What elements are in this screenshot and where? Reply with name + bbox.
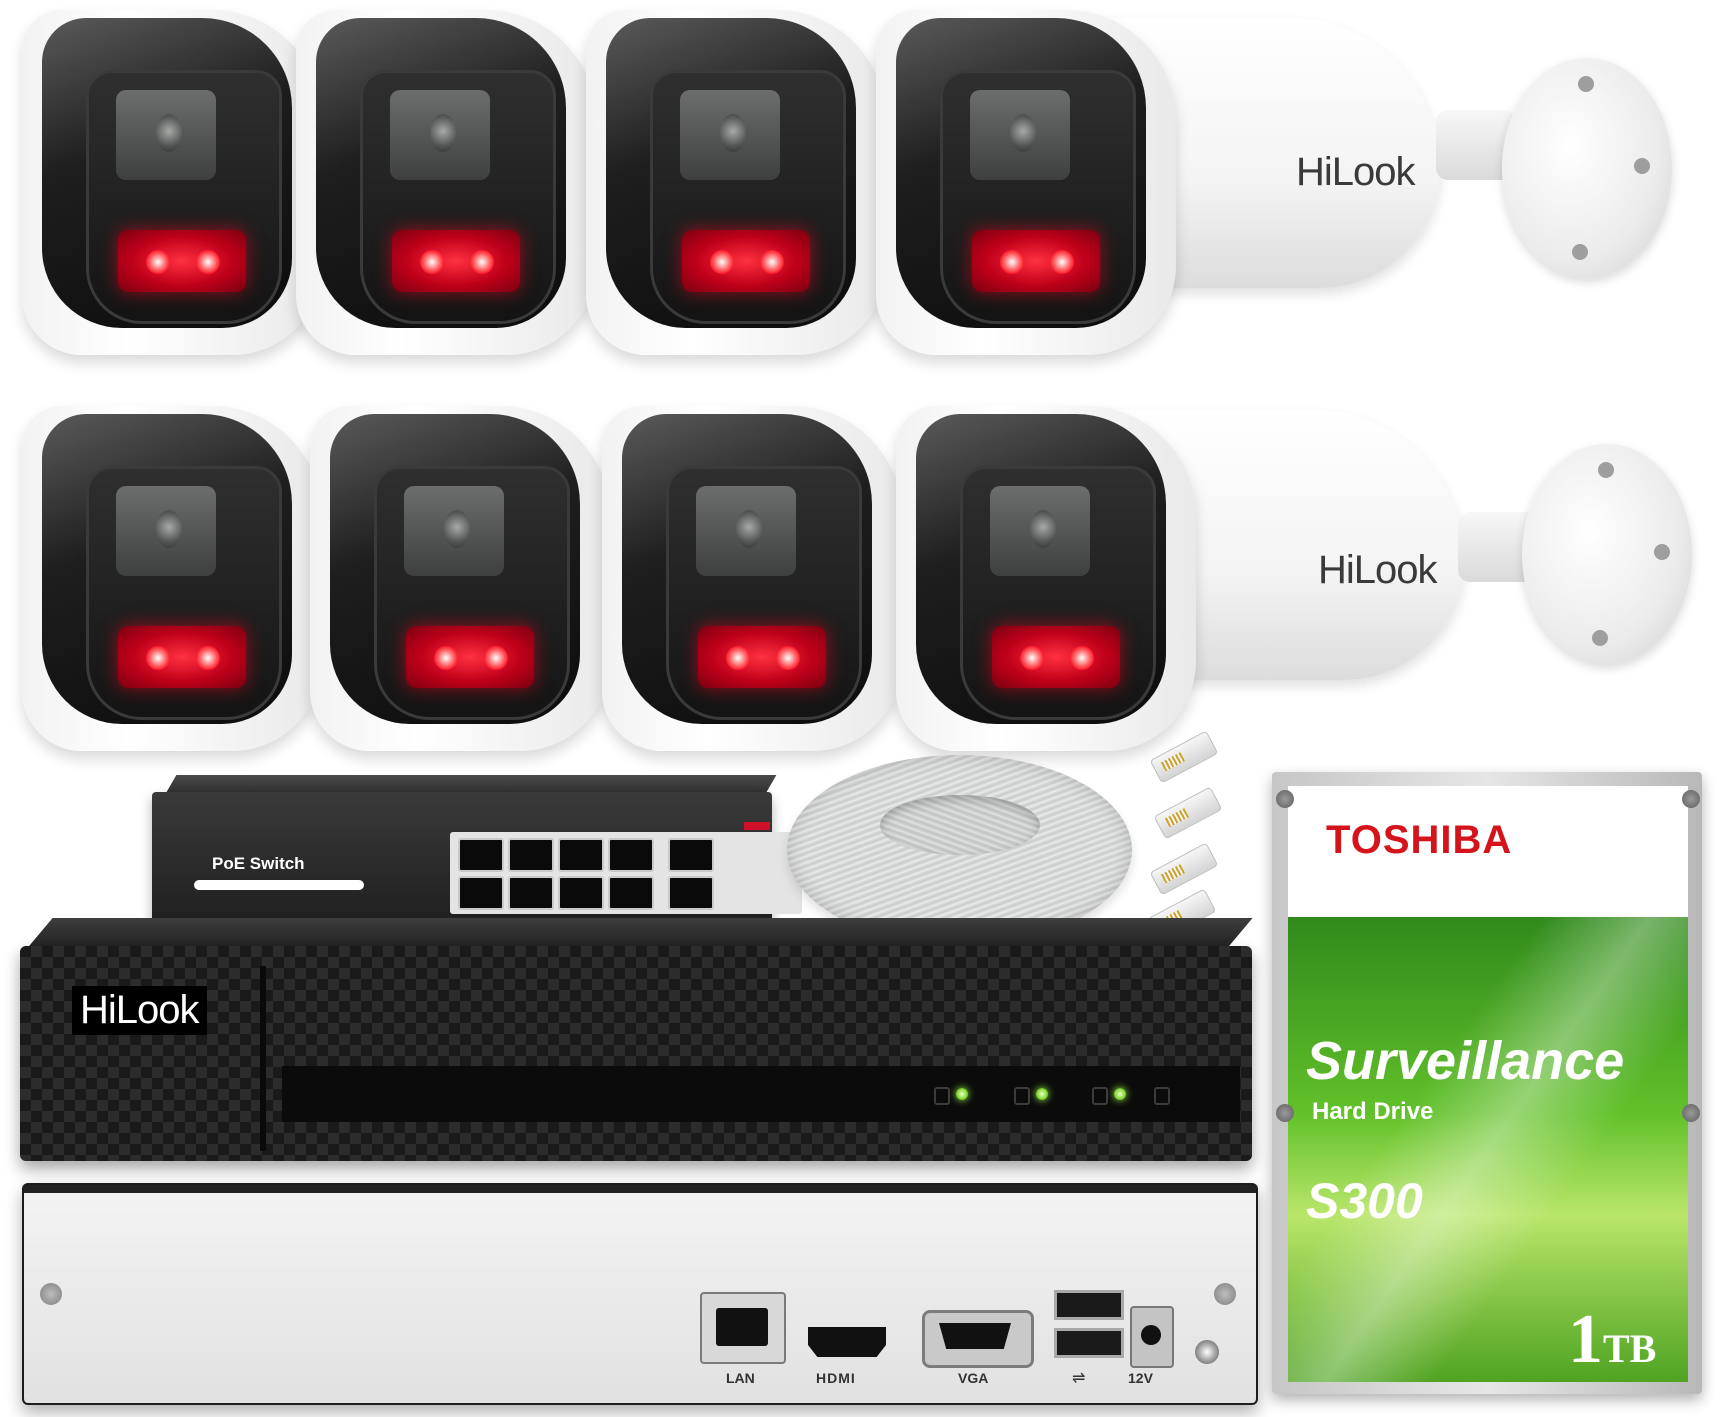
poe-port-block xyxy=(450,832,802,914)
bullet-camera xyxy=(602,406,902,766)
red-ir-light xyxy=(118,230,246,292)
bullet-camera xyxy=(22,10,322,370)
power-input-port[interactable] xyxy=(1130,1306,1174,1368)
uplink-port[interactable] xyxy=(668,838,714,872)
bullet-camera xyxy=(586,10,886,370)
hdd-capacity: 1TB xyxy=(1568,1300,1656,1380)
usb-port[interactable] xyxy=(1054,1290,1124,1320)
nvr-indicator-strip xyxy=(282,1066,1240,1122)
ethernet-port[interactable] xyxy=(608,838,654,872)
red-ir-light xyxy=(406,626,534,688)
usb-port[interactable] xyxy=(1054,1328,1124,1358)
camera-lens xyxy=(156,114,182,152)
red-ir-light xyxy=(698,626,826,688)
nvr-panel-divider xyxy=(260,966,266,1151)
mount-screw-hole xyxy=(1634,158,1650,174)
hard-drive-label-highlight xyxy=(1288,916,1688,1382)
bullet-camera xyxy=(310,406,610,766)
power-input-label: 12V xyxy=(1128,1370,1153,1386)
hdd-screw xyxy=(1276,1104,1294,1122)
mount-screw-hole xyxy=(1592,630,1608,646)
camera-lens xyxy=(444,510,470,548)
hdd-screw xyxy=(1276,790,1294,808)
hdd-status-icon xyxy=(1014,1087,1030,1105)
mount-screw-hole xyxy=(1598,462,1614,478)
red-ir-light xyxy=(118,626,246,688)
poe-switch-sublabel-bar xyxy=(194,880,364,890)
nvr-brand-logo: HiLook xyxy=(72,986,207,1035)
hdd-brand: TOSHIBA xyxy=(1326,818,1513,862)
cable-coil-center xyxy=(880,795,1040,855)
hdd-model: S300 xyxy=(1306,1173,1423,1229)
power-led xyxy=(956,1088,968,1100)
ethernet-port[interactable] xyxy=(458,838,504,872)
bullet-camera xyxy=(896,406,1196,766)
ethernet-port[interactable] xyxy=(608,876,654,910)
hdmi-port[interactable] xyxy=(808,1327,886,1357)
mount-screw-hole xyxy=(1578,76,1594,92)
hdd-screw xyxy=(1682,1104,1700,1122)
hdd-led xyxy=(1036,1088,1048,1100)
hdd-capacity-unit: TB xyxy=(1603,1326,1657,1371)
camera-brand-logo: HiLook xyxy=(1318,548,1438,592)
nvr-screw-left xyxy=(40,1283,62,1305)
poe-warning-tag xyxy=(744,822,770,830)
vga-port[interactable] xyxy=(922,1310,1034,1368)
network-status-icon xyxy=(1092,1087,1108,1105)
rj45-connector xyxy=(1153,786,1223,840)
mount-screw-hole xyxy=(1654,544,1670,560)
camera-mount-plate xyxy=(1502,58,1672,278)
ethernet-port[interactable] xyxy=(508,838,554,872)
usb-icon: ⇌ xyxy=(1072,1370,1086,1387)
camera-lens xyxy=(1010,114,1036,152)
nvr-recorder-rear xyxy=(22,1183,1258,1405)
poe-switch-label: PoE Switch xyxy=(212,854,305,873)
hdmi-port-label: HDMI xyxy=(816,1370,856,1386)
hdd-product-line: Surveillance xyxy=(1306,1031,1625,1091)
camera-lens xyxy=(1030,510,1056,548)
hdd-screw xyxy=(1682,790,1700,808)
camera-lens xyxy=(720,114,746,152)
mount-screw-hole xyxy=(1572,244,1588,260)
ethernet-port[interactable] xyxy=(558,876,604,910)
lan-port-label: LAN xyxy=(726,1370,755,1386)
signal-status-icon xyxy=(1154,1087,1170,1105)
vga-port-label: VGA xyxy=(958,1370,989,1386)
hard-drive-label xyxy=(1288,786,1688,1382)
red-ir-light xyxy=(392,230,520,292)
ethernet-port[interactable] xyxy=(458,876,504,910)
nvr-top-bevel xyxy=(27,918,1253,948)
red-ir-light xyxy=(682,230,810,292)
hdd-capacity-value: 1 xyxy=(1568,1301,1603,1378)
camera-lens xyxy=(736,510,762,548)
power-status-icon xyxy=(934,1087,950,1105)
camera-lens xyxy=(430,114,456,152)
nvr-screw-right xyxy=(1214,1283,1236,1305)
poe-switch: PoE Switch xyxy=(152,792,802,924)
ethernet-port[interactable] xyxy=(508,876,554,910)
network-led xyxy=(1114,1088,1126,1100)
camera-lens xyxy=(156,510,182,548)
bullet-camera xyxy=(296,10,596,370)
rj45-connector xyxy=(1149,842,1219,896)
camera-brand-logo: HiLook xyxy=(1296,150,1416,194)
nvr-recorder-front: HiLook xyxy=(20,946,1252,1161)
bullet-camera xyxy=(22,406,322,766)
bullet-camera xyxy=(876,10,1176,370)
ground-terminal-icon xyxy=(1195,1340,1219,1364)
red-ir-light xyxy=(972,230,1100,292)
lan-port[interactable] xyxy=(700,1292,786,1364)
uplink-port[interactable] xyxy=(668,876,714,910)
ethernet-port[interactable] xyxy=(558,838,604,872)
camera-mount-plate xyxy=(1522,444,1692,664)
hdd-type: Hard Drive xyxy=(1312,1098,1434,1125)
red-ir-light xyxy=(992,626,1120,688)
